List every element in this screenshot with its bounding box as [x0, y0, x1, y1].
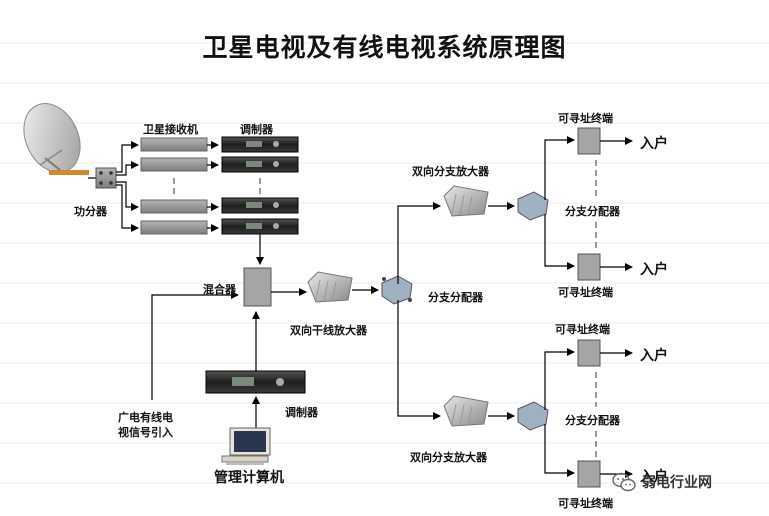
wechat-icon [612, 472, 636, 492]
cable-signal-label: 广电有线电 视信号引入 [118, 410, 173, 440]
home-label: 入户 [640, 348, 668, 364]
mixer-label: 混合器 [203, 283, 236, 296]
modulator-rack-icon [221, 136, 299, 235]
computer-icon [221, 427, 271, 465]
splitter-top-label: 分支分配器 [565, 205, 620, 218]
watermark-text: 弱电行业网 [642, 475, 712, 491]
home-label: 入户 [640, 262, 668, 278]
terminal-label: 可寻址终端 [558, 497, 613, 510]
home-label: 入户 [640, 469, 668, 485]
terminal-label: 可寻址终端 [558, 112, 613, 125]
branch-amplifier-top-label: 双向分支放大器 [412, 165, 489, 178]
addressable-terminal-icon [577, 127, 601, 488]
home-label: 入户 [640, 136, 668, 152]
trunk-amplifier-icon [307, 271, 353, 303]
modulator-rack-icon [205, 370, 306, 394]
diagram-title: 卫星电视及有线电视系统原理图 [202, 33, 567, 62]
mixer-icon [243, 267, 272, 307]
branch-amplifier-bottom-label: 双向分支放大器 [410, 451, 487, 464]
modulator-bottom-label: 调制器 [285, 406, 318, 419]
power-splitter-icon [95, 167, 117, 189]
satellite-dish-icon [23, 103, 89, 175]
satellite-receiver-icon [140, 137, 208, 235]
main-splitter-label: 分支分配器 [428, 291, 483, 304]
branch-amplifier-icon [443, 185, 489, 427]
cable-signal-label-line1: 广电有线电 [118, 411, 173, 424]
splitter-bottom-label: 分支分配器 [565, 414, 620, 427]
splitter-icon [517, 191, 549, 431]
splitter-icon [381, 275, 413, 305]
management-computer-label: 管理计算机 [214, 470, 284, 486]
cable-signal-label-line2: 视信号引入 [118, 426, 173, 439]
modulator-top-label: 调制器 [240, 123, 273, 136]
power-splitter-label: 功分器 [74, 205, 107, 218]
terminal-label: 可寻址终端 [558, 286, 613, 299]
watermark: 弱电行业网 [612, 468, 762, 496]
satellite-receiver-label: 卫星接收机 [143, 123, 198, 136]
terminal-label: 可寻址终端 [555, 323, 610, 336]
trunk-amplifier-label: 双向干线放大器 [290, 324, 367, 337]
